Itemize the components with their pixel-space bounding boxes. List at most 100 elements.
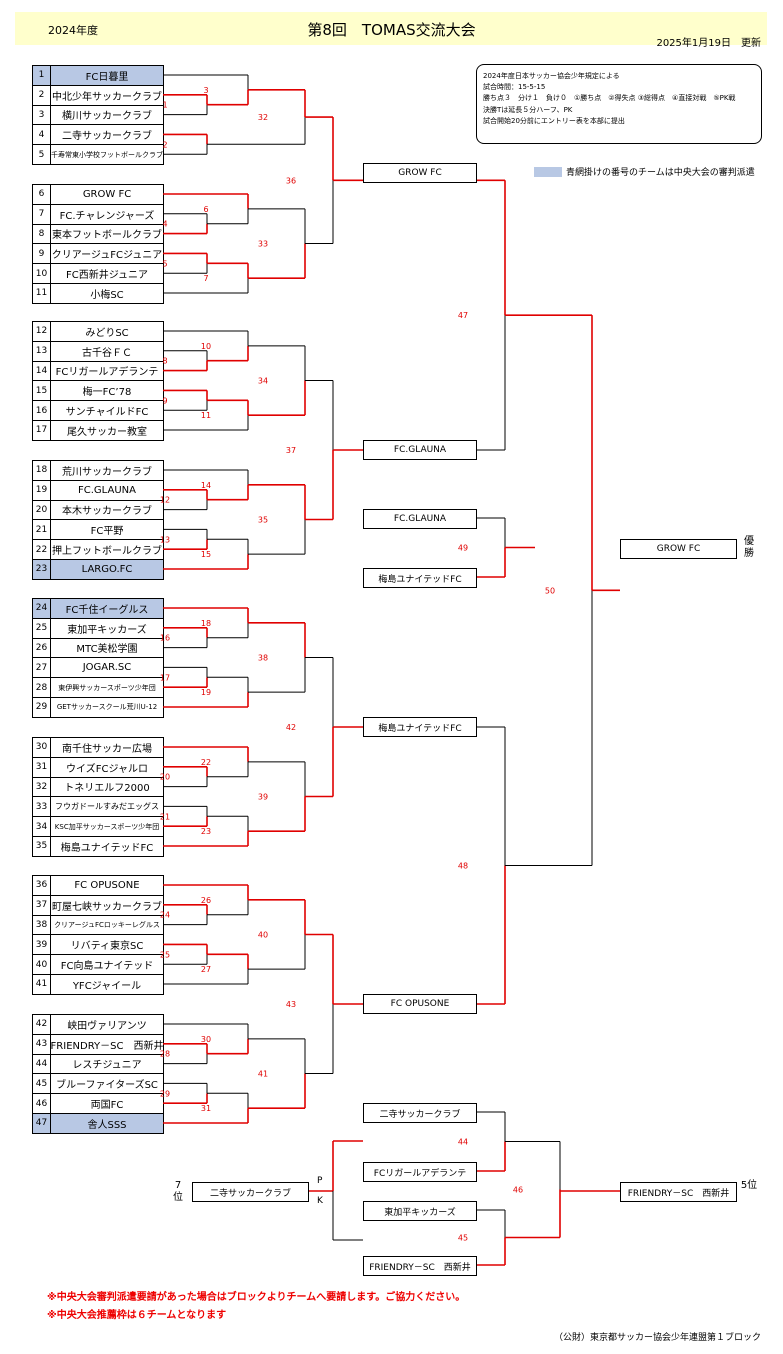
match-number: 8 [162, 357, 167, 366]
updated-date: 2025年1月19日 更新 [656, 38, 761, 49]
team-number: 37 [33, 895, 51, 915]
match-number: 14 [201, 481, 211, 490]
match-number: 2 [162, 140, 167, 149]
team-number: 36 [33, 876, 51, 895]
header-bar [15, 12, 767, 45]
team-number: 11 [33, 283, 51, 303]
team-number: 30 [33, 738, 51, 757]
team-name: YFCジャイール [72, 980, 142, 992]
match-number: 40 [258, 931, 268, 940]
team-number: 8 [33, 224, 51, 244]
team-number: 46 [33, 1094, 51, 1113]
match-number: 21 [160, 812, 170, 821]
match-number: 13 [160, 535, 170, 544]
team-number: 2 [33, 85, 51, 105]
seventh-place-box: 二寺サッカークラブ [192, 1182, 309, 1202]
team-number: 41 [33, 974, 51, 994]
team-number: 42 [33, 1015, 51, 1034]
rules-line: 決勝Tは延長５分ハーフ、PK [483, 105, 573, 114]
team-name: 両国FC [90, 1100, 124, 1112]
pk-label-p: P [317, 1176, 323, 1186]
semifinal-box-49a: FC.GLAUNA [363, 509, 477, 529]
team-name: FCリガールアデランテ [55, 367, 159, 379]
team-number: 40 [33, 955, 51, 974]
team-name: 峡田ヴァリアンツ [67, 1020, 147, 1032]
team-name: FC千住イーグルス [65, 604, 149, 616]
team-row: 42 峡田ヴァリアンツ [33, 1015, 163, 1035]
team-name: サンチャイルドFC [65, 407, 149, 419]
team-name: FC日暮里 [85, 71, 129, 83]
team-name: 小梅SC [90, 289, 124, 301]
seventh-place-label: 7位 [173, 1180, 183, 1203]
team-name: LARGO.FC [81, 563, 133, 575]
team-number: 17 [33, 420, 51, 440]
match-number: 41 [258, 1070, 268, 1079]
team-number: 7 [33, 204, 51, 224]
classification-box-45b: FRIENDRY－SC 西新井 [363, 1256, 477, 1276]
match-number: 43 [286, 1000, 296, 1009]
match-number: 50 [545, 586, 555, 595]
team-name: FC OPUSONE [74, 879, 140, 891]
team-name: 二寺サッカークラブ [62, 131, 152, 143]
team-name: FC.チャレンジャーズ [59, 210, 155, 222]
team-number: 27 [33, 658, 51, 678]
match-number: 4 [162, 220, 167, 229]
match-number: 49 [458, 544, 468, 553]
team-number: 47 [33, 1113, 51, 1133]
team-row: 1 FC日暮里 [33, 66, 163, 86]
winner-box-37: FC.GLAUNA [363, 440, 477, 460]
match-number: 28 [160, 1050, 170, 1059]
team-name: GROW FC [82, 188, 132, 200]
team-number: 15 [33, 381, 51, 401]
team-number: 26 [33, 638, 51, 658]
notice-referee: ※中央大会審判派遣要請があった場合はブロックよりチームへ要請します。ご協力くださ… [47, 1292, 466, 1303]
team-number: 20 [33, 500, 51, 520]
rules-note: 2024年度日本サッカー協会少年規定による 試合時間：15-5-15 勝ち点３ … [476, 64, 762, 144]
team-number: 12 [33, 322, 51, 341]
match-number: 34 [258, 377, 268, 386]
team-name: 中北少年サッカークラブ [52, 91, 162, 103]
team-row: 30 南千住サッカー広場 [33, 738, 163, 758]
notice-recommend: ※中央大会推薦枠は６チームとなります [47, 1310, 227, 1321]
semifinal-box-49b: 梅島ユナイテッドFC [363, 568, 477, 588]
match-number: 45 [458, 1234, 468, 1243]
team-number: 35 [33, 836, 51, 856]
team-name: 本木サッカークラブ [62, 506, 152, 518]
match-number: 12 [160, 496, 170, 505]
match-number: 15 [201, 550, 211, 559]
team-name: 南千住サッカー広場 [62, 743, 152, 755]
team-name: 梅一FC’78 [82, 387, 132, 399]
match-number: 1 [162, 101, 167, 110]
team-name: FC向島ユナイテッド [60, 961, 154, 973]
match-number: 46 [513, 1186, 523, 1195]
team-name: 尾久サッカー教室 [67, 426, 147, 438]
match-number: 47 [458, 311, 468, 320]
team-name: 舎人SSS [87, 1119, 127, 1131]
match-number: 18 [201, 619, 211, 628]
team-number: 1 [33, 66, 51, 85]
match-number: 7 [203, 274, 208, 283]
team-name: レスチジュニア [72, 1060, 142, 1072]
team-number: 22 [33, 540, 51, 559]
fifth-place-box: FRIENDRY－SC 西新井 [620, 1182, 737, 1202]
